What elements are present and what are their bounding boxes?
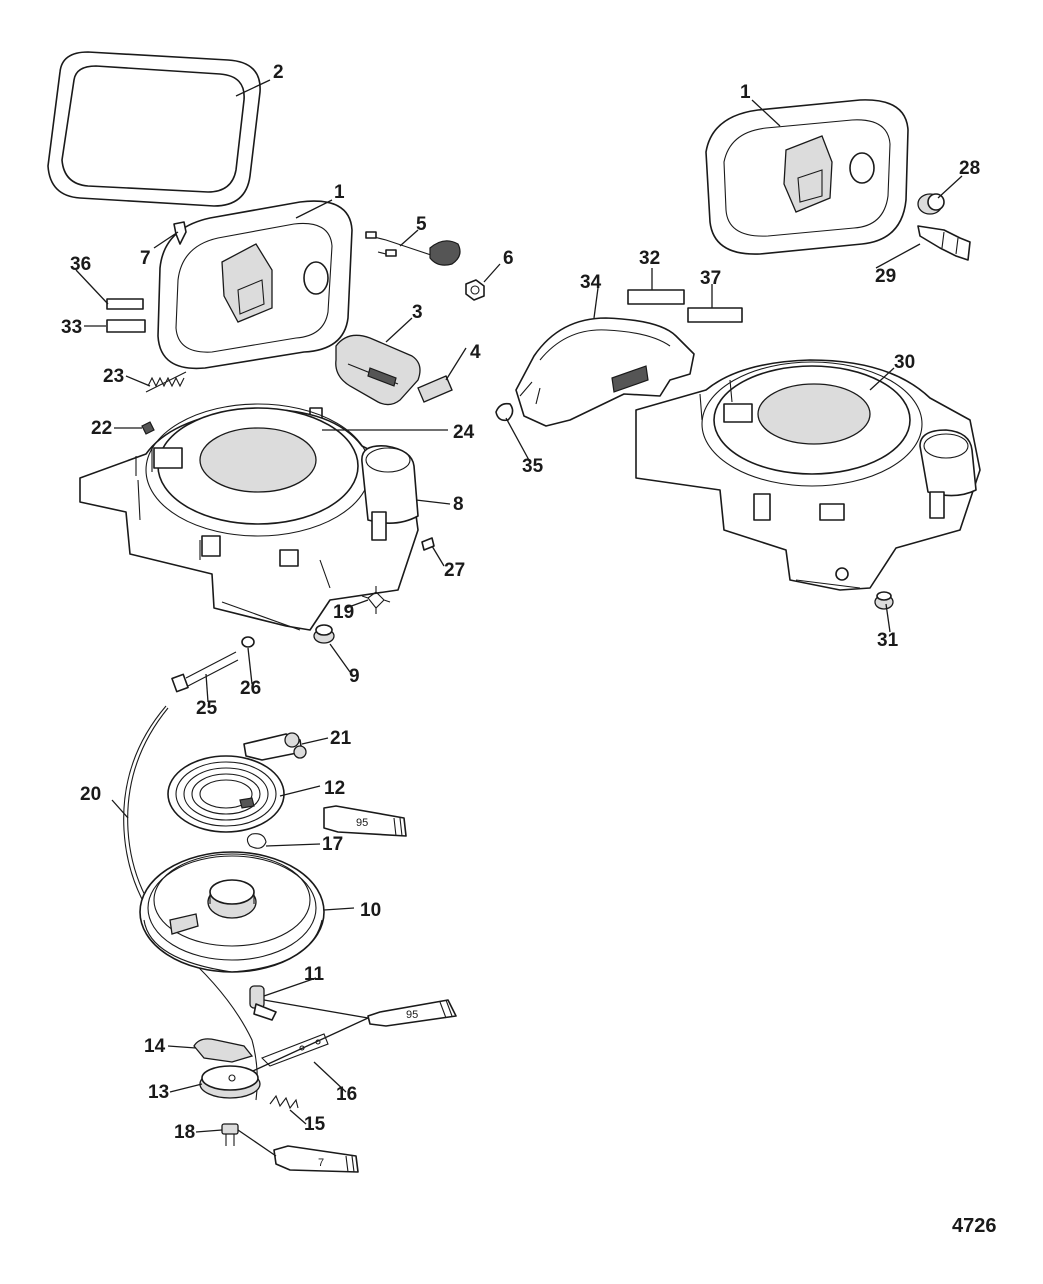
tube-label-3: 7 bbox=[318, 1157, 324, 1169]
callout-33: 33 bbox=[61, 317, 82, 338]
callout-32: 32 bbox=[639, 248, 660, 269]
plate-part-14 bbox=[193, 1038, 254, 1063]
plug-part-28 bbox=[917, 193, 945, 215]
callout-22: 22 bbox=[91, 418, 112, 439]
clip-part-35 bbox=[495, 402, 514, 422]
starter-housing-part-30 bbox=[635, 359, 981, 591]
callout-24: 24 bbox=[453, 422, 475, 443]
callout-26: 26 bbox=[240, 678, 261, 699]
callout-10: 10 bbox=[360, 900, 381, 921]
decals-right bbox=[627, 289, 743, 323]
tube-label-1: 95 bbox=[356, 817, 368, 829]
pawl-part-11 bbox=[249, 985, 277, 1021]
callout-34: 34 bbox=[580, 272, 602, 293]
decals-left bbox=[106, 298, 146, 333]
mount-plate-part-1-left bbox=[157, 200, 353, 370]
nut-part-6 bbox=[465, 279, 485, 301]
callout-23: 23 bbox=[103, 366, 124, 387]
lubricant-tube-2: 95 bbox=[367, 999, 457, 1027]
cover-part-34 bbox=[515, 317, 695, 427]
callout-36: 36 bbox=[70, 254, 91, 275]
callout-16: 16 bbox=[336, 1084, 357, 1105]
callout-8: 8 bbox=[453, 494, 464, 515]
callout-30: 30 bbox=[894, 352, 915, 373]
clip-part-19 bbox=[361, 586, 391, 614]
callout-6: 6 bbox=[503, 248, 514, 269]
callout-1-right: 1 bbox=[740, 82, 751, 103]
lubricant-tube-3: 7 bbox=[237, 1129, 359, 1173]
gasket-part-2 bbox=[47, 51, 261, 207]
screw-part-18 bbox=[221, 1123, 239, 1146]
callout-2: 2 bbox=[273, 62, 284, 83]
bushing-part-27 bbox=[421, 537, 435, 551]
grommet-part-31 bbox=[874, 591, 894, 610]
disk-part-13 bbox=[199, 1065, 261, 1099]
spring-part-23 bbox=[145, 371, 187, 393]
callout-11: 11 bbox=[304, 964, 325, 985]
cable-part-5 bbox=[365, 231, 461, 266]
mount-plate-part-1-right bbox=[705, 99, 909, 255]
grommet-part-9 bbox=[313, 624, 335, 644]
lubricant-tube-1: 95 bbox=[323, 805, 407, 837]
callout-1-left: 1 bbox=[334, 182, 345, 203]
callout-18: 18 bbox=[174, 1122, 195, 1143]
callout-14: 14 bbox=[144, 1036, 166, 1057]
spring-part-15 bbox=[269, 1094, 299, 1110]
lubricant-leaders bbox=[241, 999, 369, 1077]
knob-part-29 bbox=[917, 225, 971, 261]
pawl-spring-part-21 bbox=[243, 732, 307, 761]
callout-9: 9 bbox=[349, 666, 360, 687]
starter-housing-part-8 bbox=[79, 403, 419, 631]
callout-17: 17 bbox=[322, 834, 343, 855]
callout-19: 19 bbox=[333, 602, 354, 623]
callout-21: 21 bbox=[330, 728, 352, 749]
callout-29: 29 bbox=[875, 266, 896, 287]
tube-label-2: 95 bbox=[406, 1009, 418, 1021]
callout-13: 13 bbox=[148, 1082, 169, 1103]
callout-37: 37 bbox=[700, 268, 721, 289]
callout-12: 12 bbox=[324, 778, 345, 799]
callout-3: 3 bbox=[412, 302, 423, 323]
callout-4: 4 bbox=[470, 342, 481, 363]
callout-20: 20 bbox=[80, 784, 101, 805]
recoil-spring-part-12 bbox=[167, 755, 285, 833]
callout-28: 28 bbox=[959, 158, 980, 179]
callout-7: 7 bbox=[140, 248, 151, 269]
handle-part-3 bbox=[335, 334, 421, 406]
pulley-part-10 bbox=[139, 851, 325, 973]
clip-part-7 bbox=[173, 221, 187, 245]
callout-27: 27 bbox=[444, 560, 465, 581]
insert-part-4 bbox=[417, 375, 453, 403]
link-part-16 bbox=[261, 1033, 329, 1067]
retaining-clip-part-17 bbox=[246, 833, 267, 849]
callout-35: 35 bbox=[522, 456, 544, 477]
callout-5: 5 bbox=[416, 214, 427, 235]
screw-part-22 bbox=[141, 421, 155, 435]
callout-labels: 2 1 7 5 6 3 4 36 33 23 22 24 8 27 19 9 2… bbox=[61, 62, 980, 1143]
figure-number: 4726 bbox=[952, 1215, 997, 1237]
callout-15: 15 bbox=[304, 1114, 326, 1135]
screw-part-25 bbox=[171, 651, 239, 693]
callout-leaders bbox=[75, 79, 963, 1133]
callout-25: 25 bbox=[196, 698, 218, 719]
callout-31: 31 bbox=[877, 630, 899, 651]
washer-part-26 bbox=[241, 636, 255, 648]
